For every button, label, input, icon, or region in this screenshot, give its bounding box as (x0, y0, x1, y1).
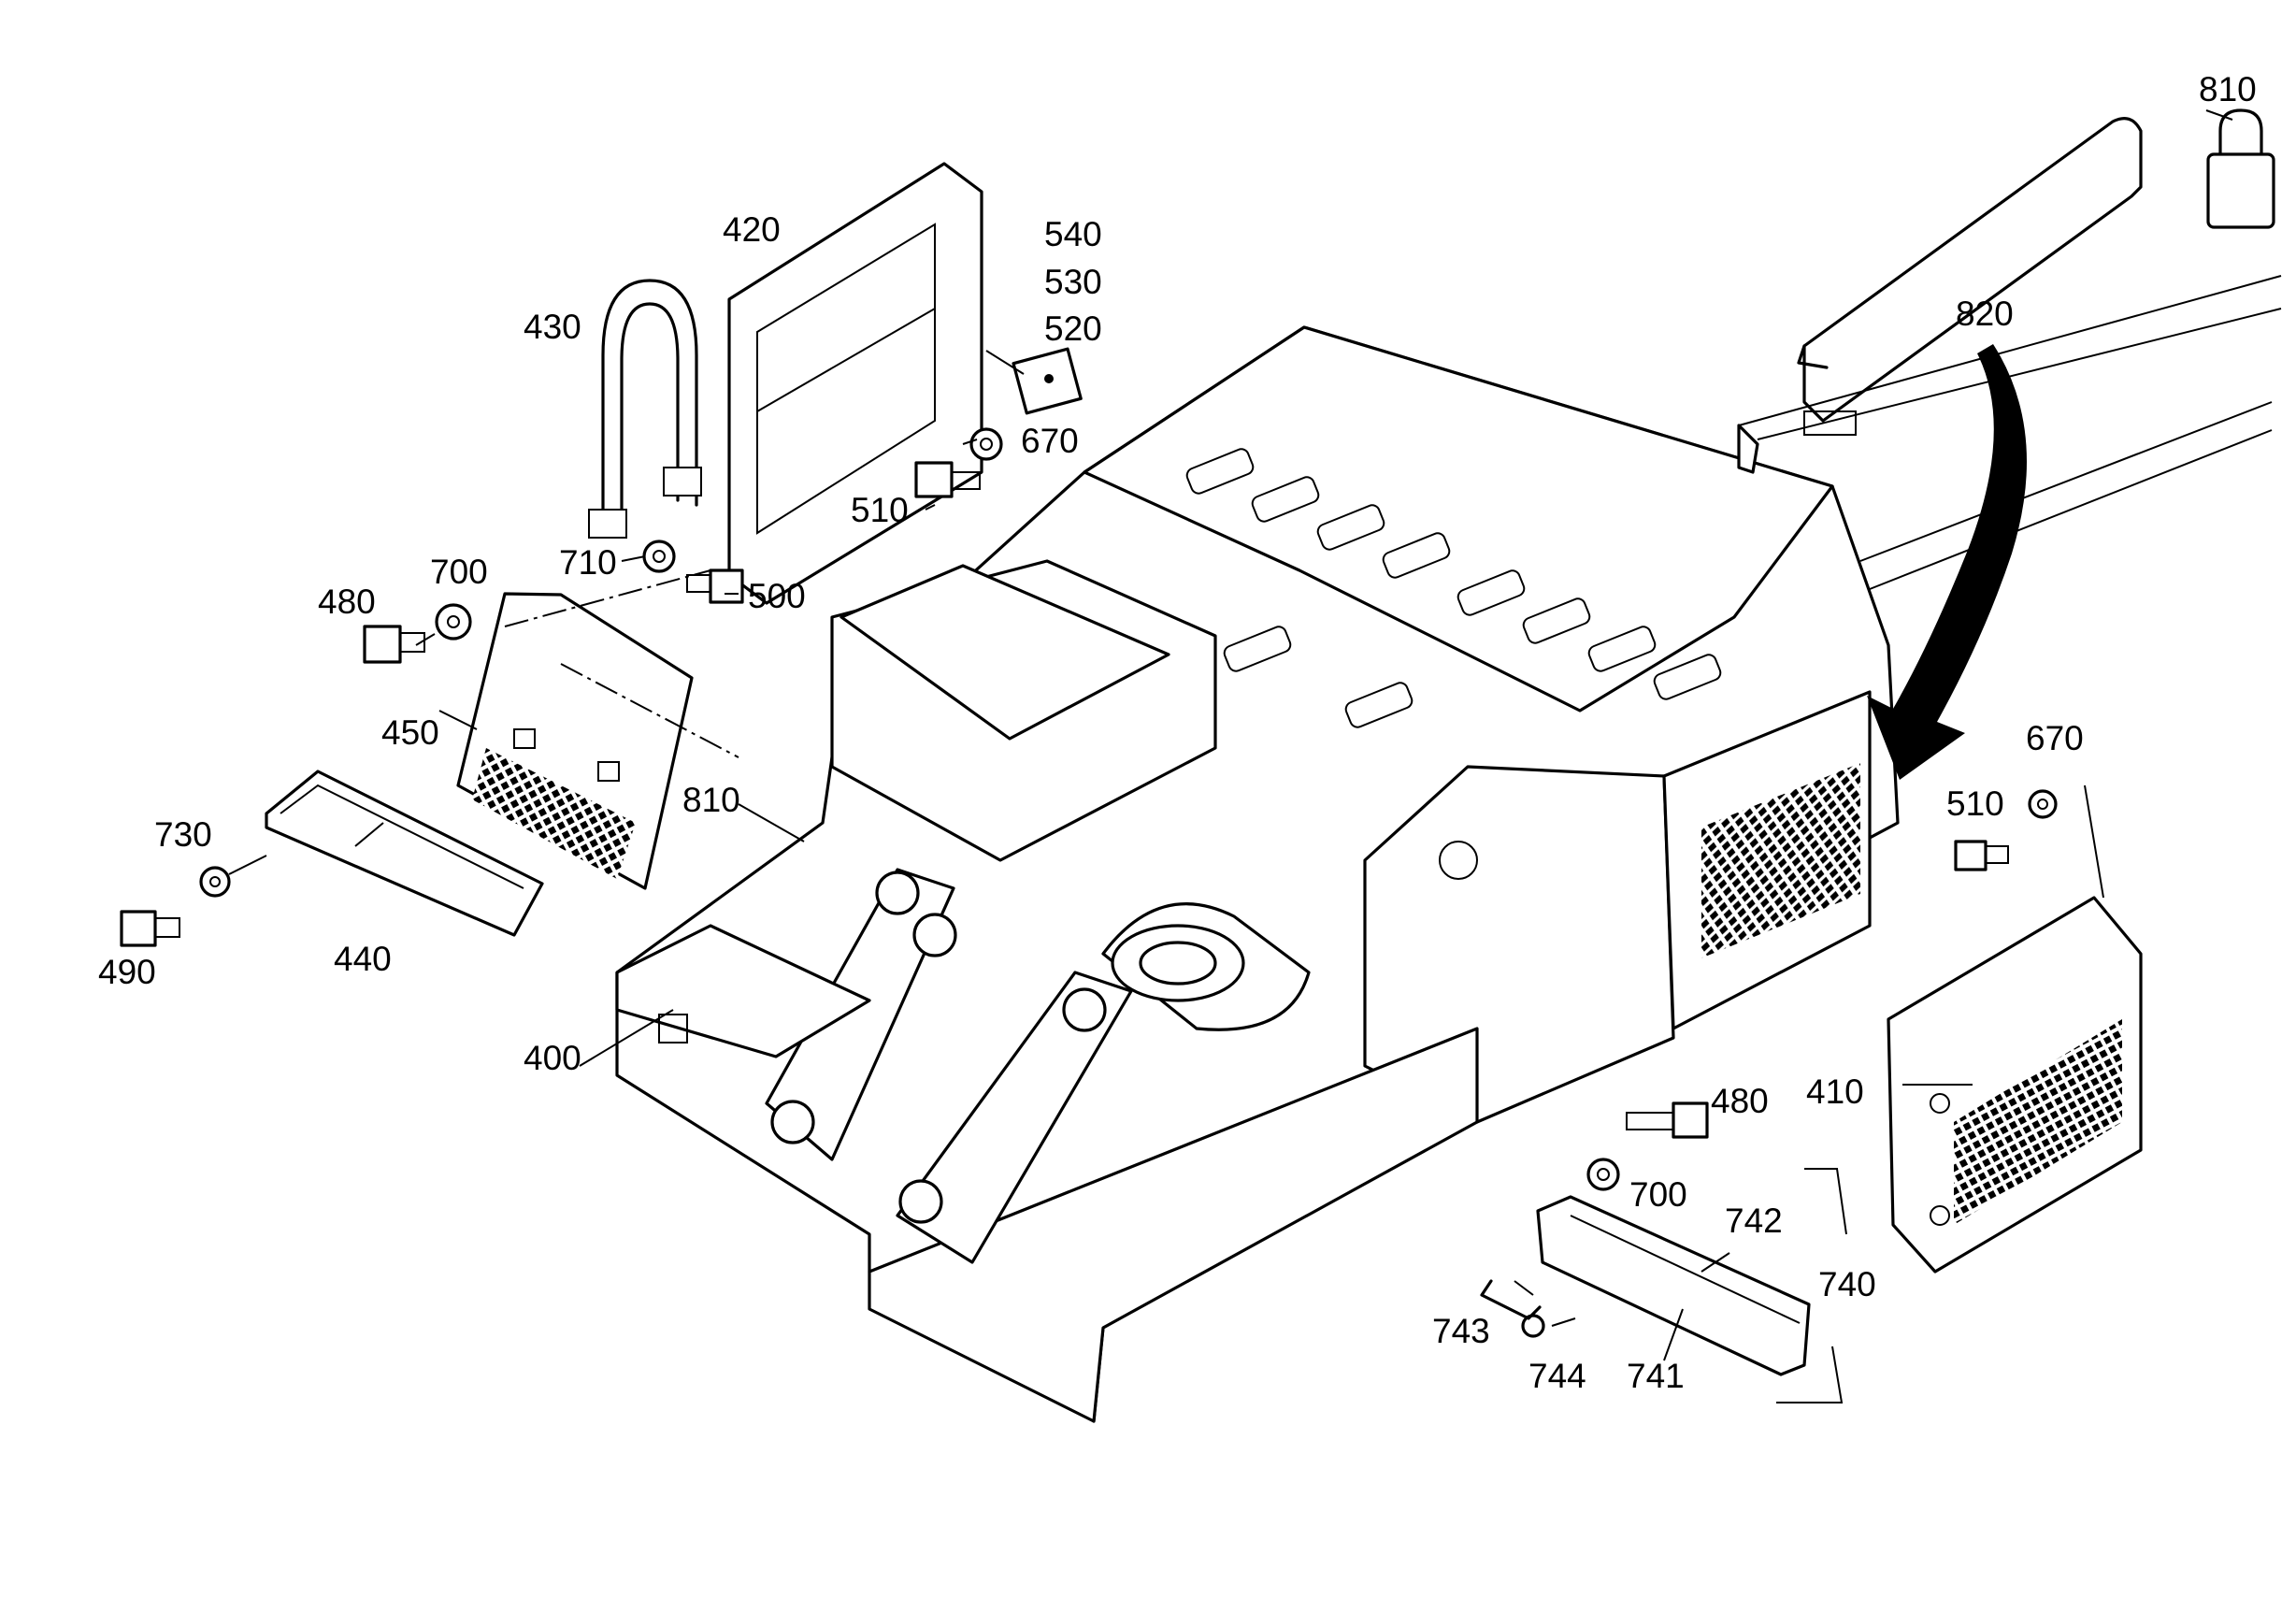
callout-420: 420 (723, 210, 781, 249)
bolt-480-right (1626, 1101, 1709, 1139)
callout-450: 450 (381, 713, 439, 752)
callout-742: 742 (1725, 1202, 1783, 1240)
leader-lines (228, 109, 2233, 1403)
callout-820: 820 (1956, 295, 2014, 333)
callout-480-left: 480 (318, 583, 376, 621)
callout-510-top: 510 (851, 491, 909, 529)
padlock-icon (2206, 108, 2275, 229)
step-440 (265, 770, 544, 937)
plate-520 (1012, 347, 1083, 415)
main-frame (615, 325, 1900, 1423)
callout-480-right: 480 (1711, 1082, 1769, 1120)
bolt-490 (120, 910, 180, 947)
callout-490: 490 (98, 953, 156, 991)
grab-handle (1797, 117, 2143, 423)
direction-arrow (1867, 344, 2027, 780)
callout-743: 743 (1432, 1312, 1490, 1350)
washer-700-right (1586, 1158, 1620, 1191)
callout-440: 440 (334, 940, 392, 978)
washer-710 (642, 540, 676, 573)
rear-rails (1737, 275, 2282, 590)
callout-740: 740 (1818, 1265, 1876, 1303)
bolt-480-left (363, 625, 425, 664)
callout-540: 540 (1044, 215, 1102, 253)
callout-labels: 810 820 420 430 540 530 520 670 510 710 … (98, 70, 2257, 1395)
washer-700-left (435, 603, 472, 640)
callout-744: 744 (1528, 1357, 1586, 1395)
callout-700-right: 700 (1629, 1175, 1687, 1214)
callout-530: 530 (1044, 263, 1102, 301)
callout-410: 410 (1806, 1072, 1864, 1111)
rail-741 (1536, 1195, 1811, 1376)
callout-510-right: 510 (1946, 784, 2004, 823)
callout-710: 710 (559, 543, 617, 582)
callout-741: 741 (1627, 1357, 1685, 1395)
callout-670-top: 670 (1021, 422, 1079, 460)
callout-670-right: 670 (2026, 719, 2084, 757)
callout-730: 730 (154, 815, 212, 854)
panel-450 (456, 592, 694, 890)
washer-670-top (969, 427, 1003, 461)
callout-520: 520 (1044, 309, 1102, 348)
panel-410 (1887, 896, 2143, 1274)
callout-810-top: 810 (2199, 70, 2257, 108)
spring-744 (1521, 1314, 1545, 1338)
bolt-510-top (914, 461, 981, 498)
clip-743 (1480, 1279, 1542, 1320)
callout-700-left: 700 (430, 553, 488, 591)
handle-430 (588, 279, 702, 539)
callout-500: 500 (748, 577, 806, 615)
bolt-500 (686, 569, 744, 604)
washer-730 (199, 866, 231, 898)
callout-810-mid: 810 (682, 781, 740, 819)
bolt-510-right (1954, 840, 2009, 871)
washer-670-right (2028, 789, 2058, 819)
callout-400: 400 (524, 1039, 581, 1077)
callout-430: 430 (524, 308, 581, 346)
